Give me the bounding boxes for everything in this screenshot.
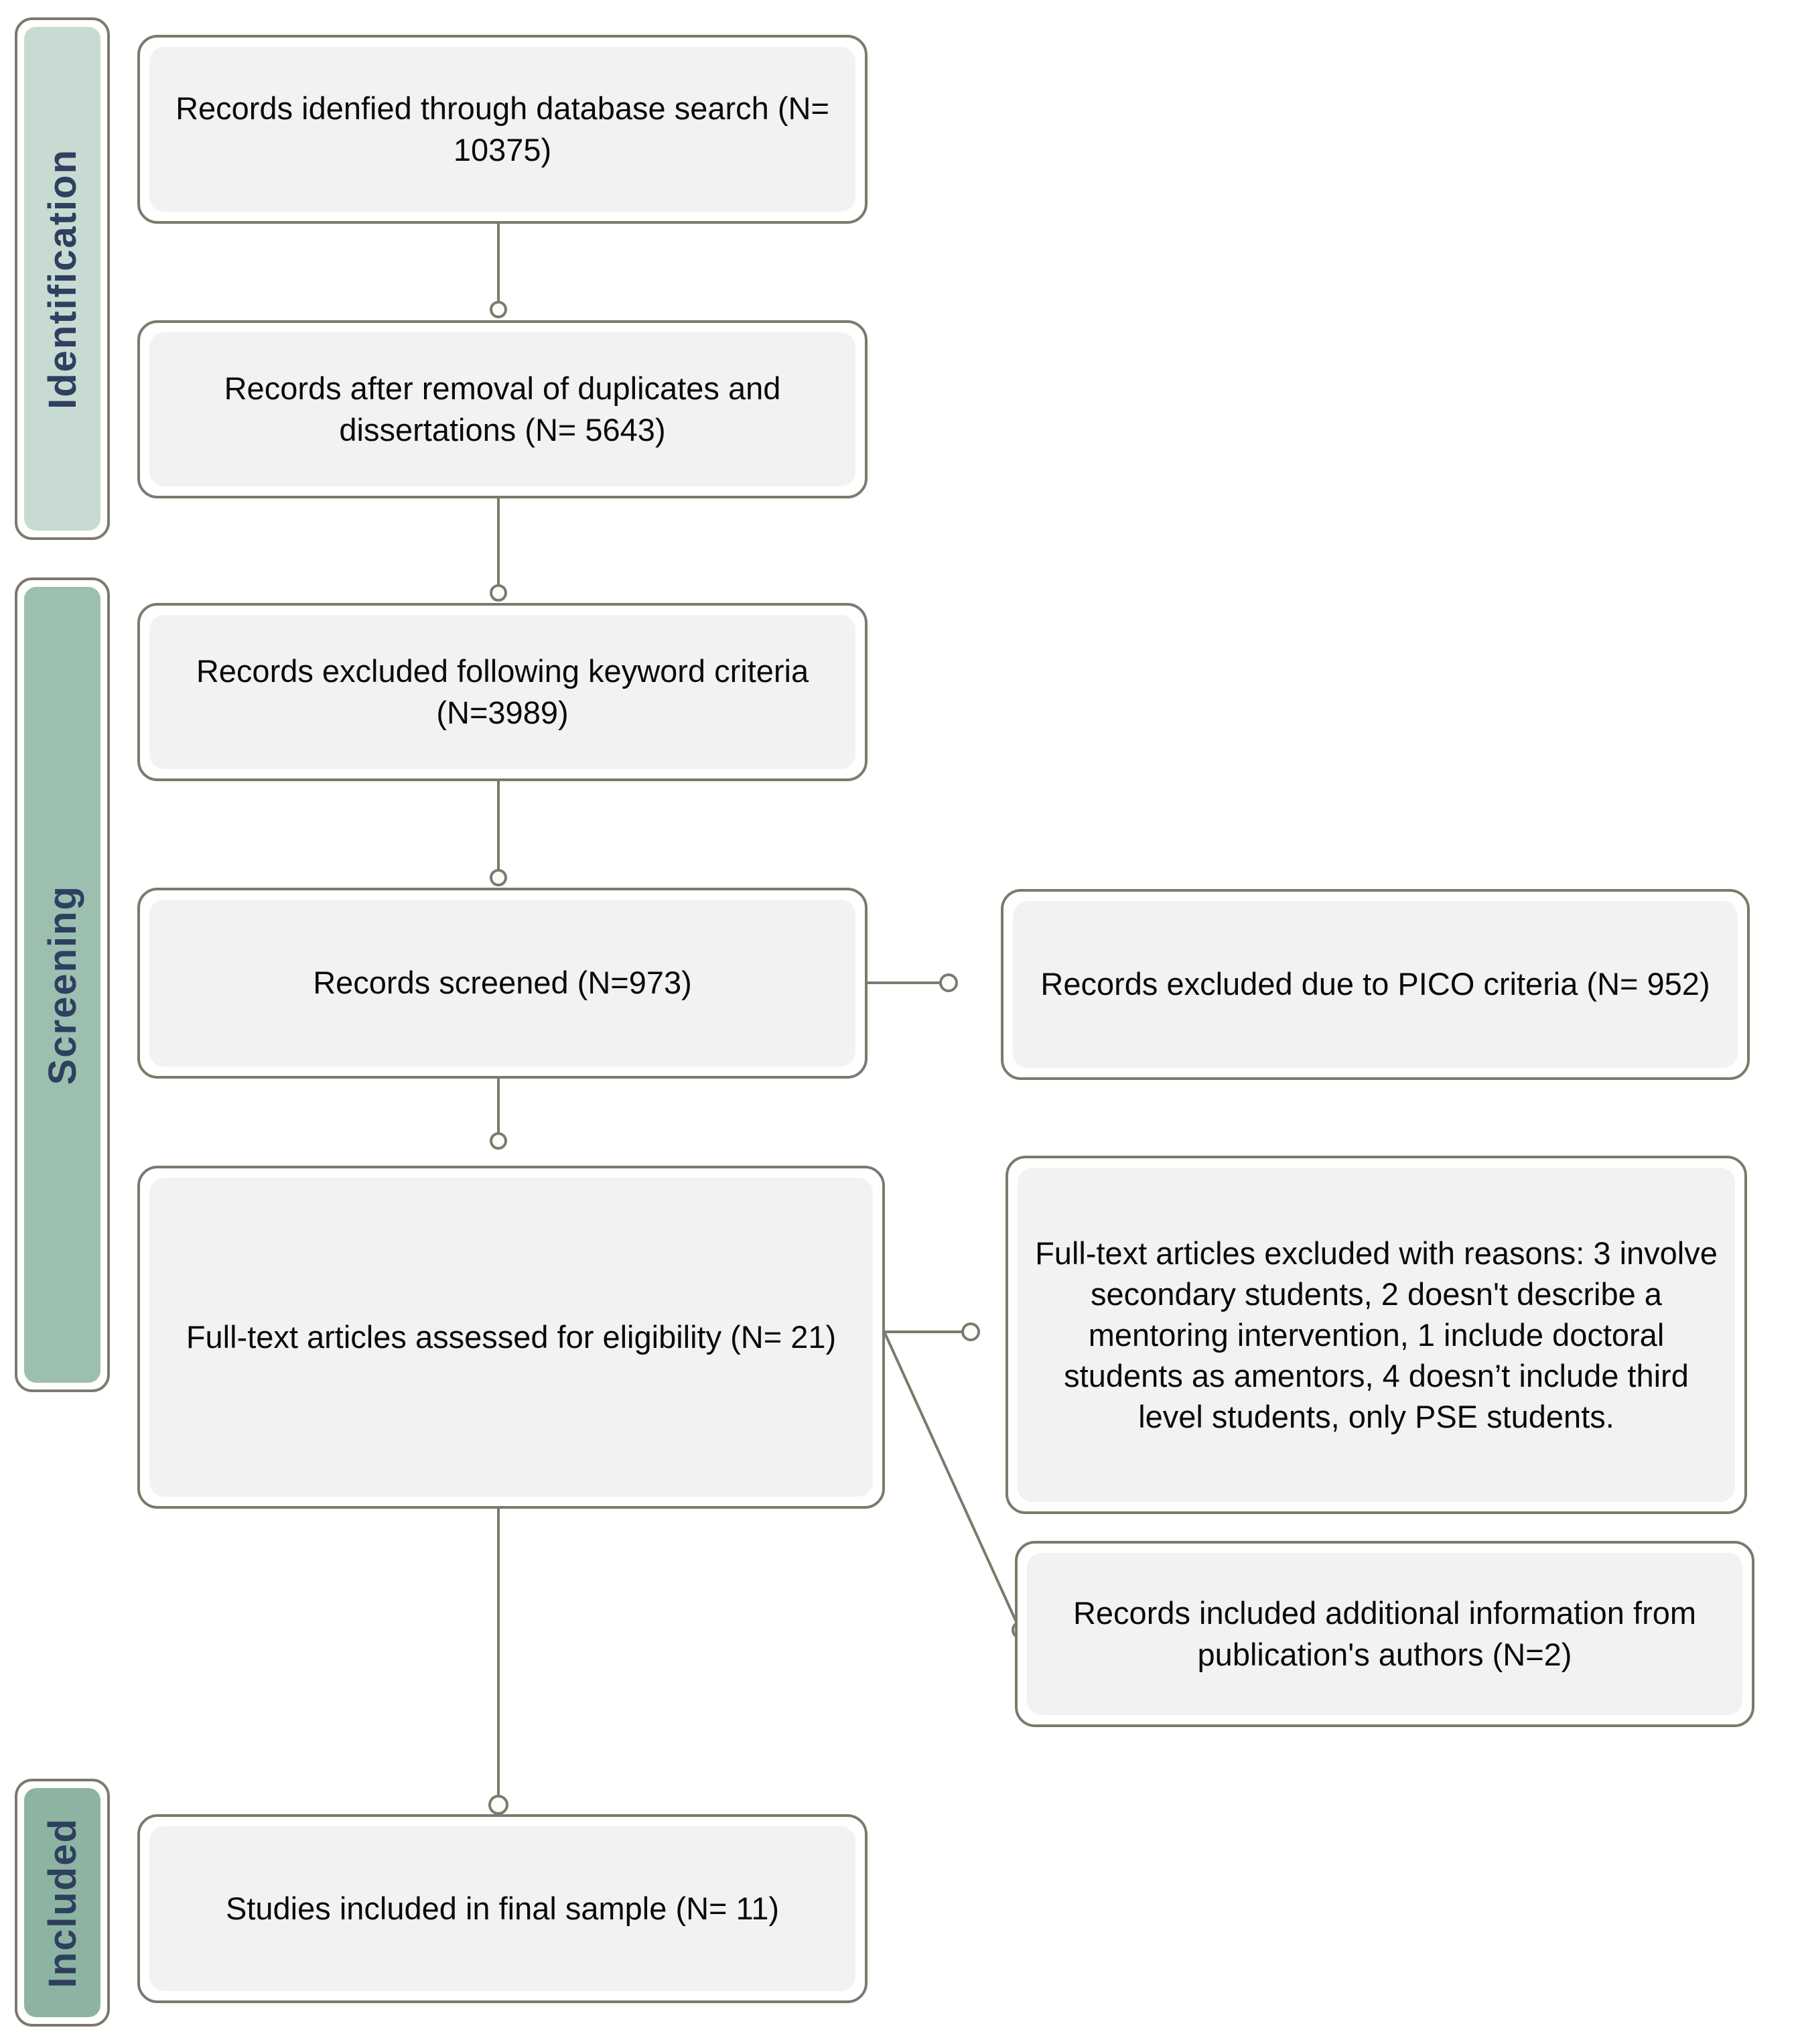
node-studies-included-body: Studies included in final sample (N= 11) xyxy=(149,1826,855,1991)
node-records-screened-label: Records screened (N=973) xyxy=(313,965,692,1001)
stage-band-included: Included xyxy=(15,1779,110,2027)
stage-band-screening: Screening xyxy=(15,577,110,1392)
node-fulltext-assessed-body: Full-text articles assessed for eligibil… xyxy=(149,1178,873,1497)
stage-band-identification: Identification xyxy=(15,17,110,540)
stage-band-identification-fill: Identification xyxy=(24,27,100,531)
node-records-screened-body: Records screened (N=973) xyxy=(149,900,855,1067)
node-records-excluded-pico-label: Records excluded due to PICO criteria (N… xyxy=(1040,966,1710,1002)
node-records-after-duplicates-body: Records after removal of duplicates and … xyxy=(149,332,855,486)
node-records-excluded-keyword[interactable]: Records excluded following keyword crite… xyxy=(137,603,868,781)
connector-endpoint-dot xyxy=(490,1132,507,1150)
stage-band-screening-fill: Screening xyxy=(24,587,100,1383)
node-records-after-duplicates-label: Records after removal of duplicates and … xyxy=(224,370,781,448)
node-records-identified-label: Records idenfied through database search… xyxy=(176,90,829,167)
node-studies-included[interactable]: Studies included in final sample (N= 11) xyxy=(137,1814,868,2003)
stage-band-screening-label: Screening xyxy=(40,884,84,1085)
node-records-after-duplicates[interactable]: Records after removal of duplicates and … xyxy=(137,320,868,498)
stage-band-included-label: Included xyxy=(40,1817,84,1988)
node-records-additional-info-label: Records included additional information … xyxy=(1073,1594,1697,1672)
node-fulltext-excluded-reasons-label: Full-text articles excluded with reasons… xyxy=(1035,1235,1718,1435)
node-records-screened[interactable]: Records screened (N=973) xyxy=(137,888,868,1079)
stage-band-identification-label: Identification xyxy=(40,148,84,409)
connector-endpoint-dot xyxy=(490,869,507,886)
node-records-identified[interactable]: Records idenfied through database search… xyxy=(137,35,868,224)
connector-endpoint-dot xyxy=(490,584,507,602)
node-studies-included-label: Studies included in final sample (N= 11) xyxy=(226,1890,779,1926)
node-records-identified-body: Records idenfied through database search… xyxy=(149,47,855,212)
stage-band-included-fill: Included xyxy=(24,1788,100,2017)
node-records-additional-info-body: Records included additional information … xyxy=(1027,1553,1742,1715)
node-records-excluded-pico-body: Records excluded due to PICO criteria (N… xyxy=(1013,901,1738,1068)
node-records-excluded-pico[interactable]: Records excluded due to PICO criteria (N… xyxy=(1001,889,1750,1080)
node-fulltext-assessed[interactable]: Full-text articles assessed for eligibil… xyxy=(137,1166,885,1509)
connector-endpoint-dot xyxy=(490,301,507,318)
node-records-excluded-keyword-body: Records excluded following keyword crite… xyxy=(149,615,855,769)
node-fulltext-excluded-reasons-body: Full-text articles excluded with reasons… xyxy=(1018,1168,1735,1502)
connector-endpoint-dot xyxy=(939,973,958,992)
node-fulltext-assessed-label: Full-text articles assessed for eligibil… xyxy=(186,1318,837,1355)
node-fulltext-excluded-reasons[interactable]: Full-text articles excluded with reasons… xyxy=(1006,1156,1747,1514)
node-records-excluded-keyword-label: Records excluded following keyword crite… xyxy=(196,653,809,730)
connector-endpoint-dot xyxy=(488,1795,508,1815)
connector-endpoint-dot xyxy=(961,1322,980,1341)
node-records-additional-info[interactable]: Records included additional information … xyxy=(1015,1541,1754,1727)
connector-fulltext-to-additional-info xyxy=(883,1331,1018,1624)
